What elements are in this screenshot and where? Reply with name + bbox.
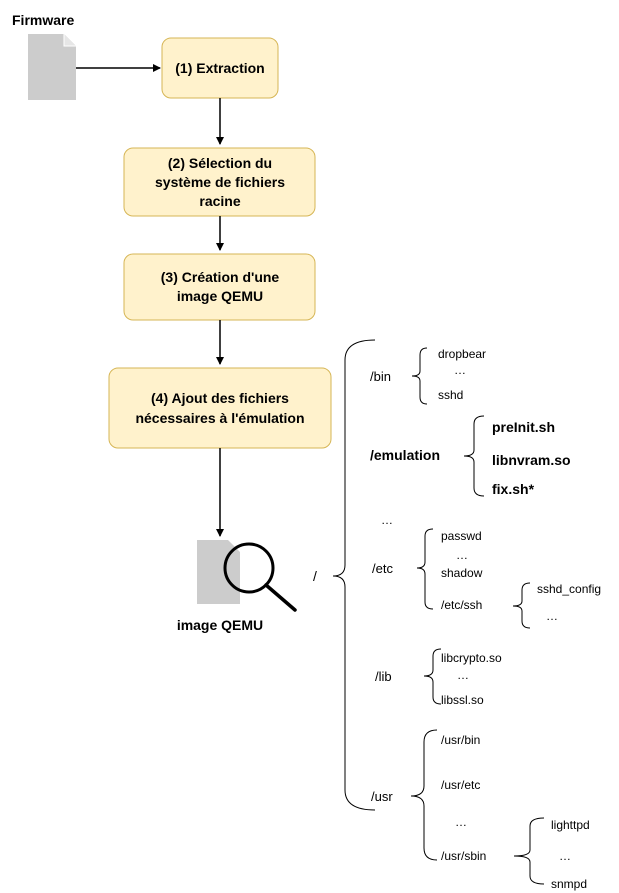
etc-item-ssh: /etc/ssh: [441, 598, 482, 612]
step-qemu-box: [123, 253, 316, 321]
qemu-image-label: image QEMU: [177, 617, 263, 633]
step-rootfs-line1: (2) Sélection du: [168, 155, 272, 171]
root-ellipsis: …: [381, 513, 393, 527]
dir-bin-label: /bin: [370, 369, 391, 384]
usr-brace: [410, 729, 438, 861]
step-emulation-line2: nécessaires à l'émulation: [135, 410, 304, 426]
usr-item-sbin: /usr/sbin: [441, 849, 486, 863]
lib-item-ellipsis: …: [457, 668, 469, 682]
usr-item-ellipsis: …: [455, 815, 467, 829]
root-brace: [332, 339, 376, 811]
dir-etc-label: /etc: [372, 561, 393, 576]
usr-sbin-brace: [513, 817, 545, 885]
bin-item-dropbear: dropbear: [438, 347, 486, 361]
dir-emulation-label: /emulation: [370, 447, 440, 463]
etc-ssh-brace: [512, 582, 531, 629]
step-rootfs-line2: système de fichiers: [155, 174, 285, 190]
sbin-item-snmpd: snmpd: [551, 877, 587, 891]
usr-item-etc: /usr/etc: [441, 778, 480, 792]
magnifier-icon: [223, 542, 297, 612]
dir-usr-label: /usr: [371, 789, 393, 804]
step-qemu-line2: image QEMU: [177, 288, 263, 304]
emulation-item-libnvram: libnvram.so: [492, 452, 571, 468]
sbin-item-lighttpd: lighttpd: [551, 818, 590, 832]
lib-item-libcrypto: libcrypto.so: [441, 651, 502, 665]
emulation-brace: [463, 415, 485, 497]
step-qemu-line1: (3) Création d'une: [161, 269, 280, 285]
etc-item-ellipsis: …: [456, 548, 468, 562]
step-emulation-box: [108, 367, 332, 449]
step-emulation-line1: (4) Ajout des fichiers: [151, 390, 289, 406]
lib-item-libssl: libssl.so: [441, 693, 484, 707]
firmware-label: Firmware: [12, 12, 74, 28]
usr-item-bin: /usr/bin: [441, 733, 480, 747]
ssh-item-sshd-config: sshd_config: [537, 582, 601, 596]
lib-brace: [423, 648, 442, 705]
etc-item-passwd: passwd: [441, 529, 482, 543]
bin-brace: [411, 347, 428, 405]
etc-item-shadow: shadow: [441, 566, 483, 580]
root-label: /: [313, 568, 317, 584]
emulation-item-fix: fix.sh*: [492, 481, 535, 497]
dir-lib-label: /lib: [375, 669, 392, 684]
bin-item-ellipsis: …: [454, 363, 466, 377]
step-rootfs-line3: racine: [199, 193, 240, 209]
emulation-item-preinit: preInit.sh: [492, 419, 555, 435]
sbin-item-ellipsis: …: [559, 849, 571, 863]
etc-brace: [416, 528, 434, 610]
step-extraction-label: (1) Extraction: [175, 60, 264, 76]
ssh-item-ellipsis: …: [546, 609, 558, 623]
firmware-file-icon: [28, 34, 76, 100]
bin-item-sshd: sshd: [438, 388, 463, 402]
